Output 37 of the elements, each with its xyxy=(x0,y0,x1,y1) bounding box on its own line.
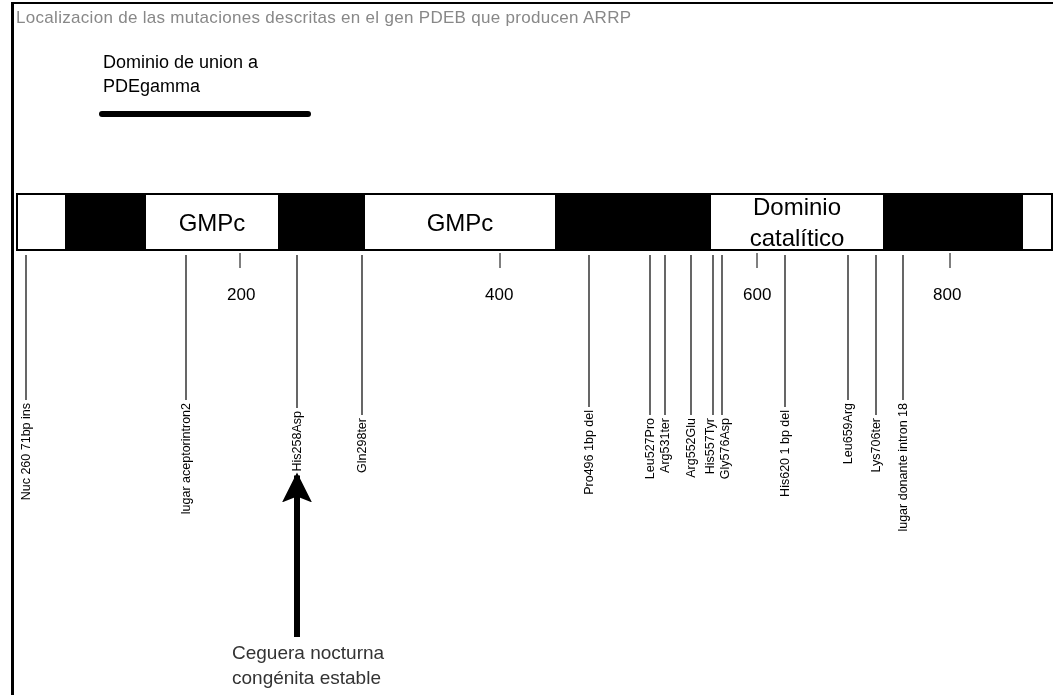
leader-line xyxy=(712,254,714,416)
leader-line xyxy=(721,254,723,416)
domain-annotation: Dominio de union a PDEgamma xyxy=(103,51,260,98)
mutation-label: His557Tyr xyxy=(704,418,717,475)
mutation-label: Gly576Asp xyxy=(719,418,732,480)
leader-line xyxy=(361,254,363,416)
mutation-label: Pro496 1bp del xyxy=(583,410,596,495)
axis-tick-label: 200 xyxy=(227,285,256,305)
axis-tick-label: 800 xyxy=(933,285,962,305)
mutation-label: Leu659Arg xyxy=(842,403,855,465)
leader-line xyxy=(690,254,692,416)
mutation-label: Arg531ter xyxy=(659,418,672,473)
leader-line xyxy=(784,254,786,408)
mutation-label: Nuc 260 71bp ins xyxy=(20,403,33,501)
leader-line xyxy=(185,254,187,401)
gene-bar xyxy=(16,193,1053,251)
mutation-label: Gln298ter xyxy=(356,418,369,473)
axis-tick-label: 400 xyxy=(485,285,514,305)
mutation-label: lugar donante intron 18 xyxy=(897,403,910,532)
phenotype-label: Ceguera nocturna congénita estable xyxy=(232,640,402,690)
leader-line xyxy=(875,254,877,416)
leader-line xyxy=(664,254,666,416)
diagram-title: Localizacion de las mutaciones descritas en el gen PDEB que producen ARRP xyxy=(16,8,632,28)
leader-line xyxy=(588,254,590,408)
leader-line xyxy=(902,254,904,401)
axis-tick-label: 600 xyxy=(743,285,772,305)
mutation-label: lugar aceptorintron2 xyxy=(180,403,193,515)
leader-line xyxy=(847,254,849,401)
arrow xyxy=(282,472,312,637)
mutation-label: His620 1 bp del xyxy=(779,410,792,497)
mutation-label: Arg552Glu xyxy=(685,418,698,478)
mutation-label: Leu527Pro xyxy=(644,418,657,480)
mutation-label: His258Asp xyxy=(291,411,304,472)
leader-line xyxy=(649,254,651,416)
leader-line xyxy=(296,254,298,409)
mutation-label: Lys706ter xyxy=(870,418,883,473)
leader-line xyxy=(25,254,27,401)
